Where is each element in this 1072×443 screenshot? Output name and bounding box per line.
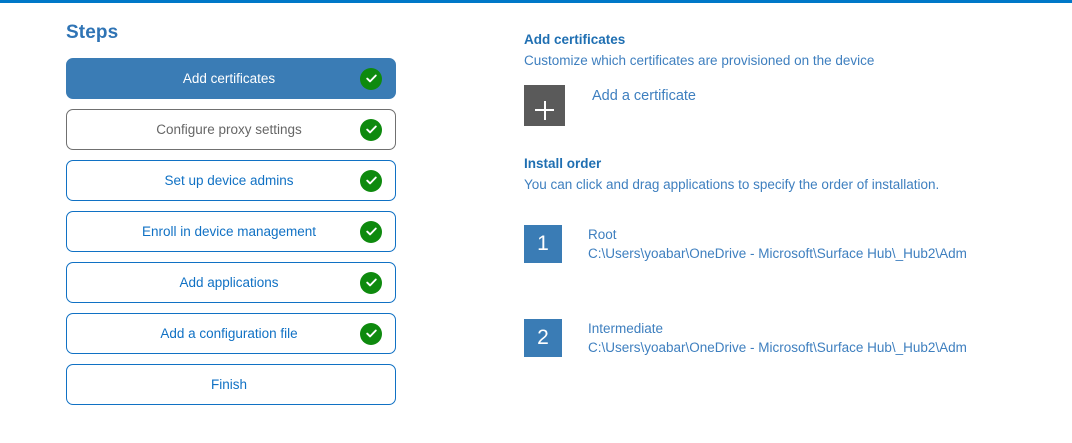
install-order-path: C:\Users\yoabar\OneDrive - Microsoft\Sur…: [588, 340, 967, 355]
steps-title: Steps: [66, 22, 119, 43]
step-button-configure-proxy-settings[interactable]: Configure proxy settings: [66, 109, 396, 150]
step-button-add-applications[interactable]: Add applications: [66, 262, 396, 303]
add-a-certificate-label: Add a certificate: [592, 88, 696, 104]
add-a-certificate-button[interactable]: Add a certificate: [524, 85, 724, 126]
install-order-number: 2: [524, 319, 562, 357]
install-order-section: Install order You can click and drag app…: [524, 155, 1044, 357]
plus-icon[interactable]: [524, 85, 565, 126]
step-label: Finish: [210, 376, 247, 392]
check-circle-icon: [360, 322, 382, 345]
install-order-heading: Install order: [524, 156, 602, 171]
install-order-subtitle: You can click and drag applications to s…: [524, 177, 940, 192]
step-label: Add certificates: [182, 70, 276, 86]
install-order-name: Root: [588, 227, 617, 242]
step-label: Set up device admins: [164, 172, 294, 188]
add-certificates-subtitle: Customize which certificates are provisi…: [524, 53, 875, 68]
install-order-name: Intermediate: [588, 321, 664, 336]
check-circle-icon: [360, 271, 382, 294]
step-button-add-certificates[interactable]: Add certificates: [66, 58, 396, 99]
add-certificates-section: Add certificates Customize which certifi…: [524, 31, 1044, 126]
step-label: Add applications: [179, 274, 279, 290]
check-circle-icon: [360, 169, 382, 192]
content-panel: Add certificates Customize which certifi…: [524, 31, 1044, 413]
check-circle-icon: [360, 118, 382, 141]
install-order-path: C:\Users\yoabar\OneDrive - Microsoft\Sur…: [588, 246, 967, 261]
step-label: Configure proxy settings: [156, 121, 302, 137]
step-label: Enroll in device management: [141, 223, 317, 239]
step-label: Add a configuration file: [160, 325, 298, 341]
check-circle-icon: [360, 67, 382, 90]
check-circle-icon: [360, 220, 382, 243]
step-button-add-a-configuration-file[interactable]: Add a configuration file: [66, 313, 396, 354]
top-accent-rule: [0, 0, 1072, 3]
step-button-enroll-in-device-management[interactable]: Enroll in device management: [66, 211, 396, 252]
install-order-number: 1: [524, 225, 562, 263]
step-button-finish[interactable]: Finish: [66, 364, 396, 405]
step-button-set-up-device-admins[interactable]: Set up device admins: [66, 160, 396, 201]
add-certificates-heading: Add certificates: [524, 32, 626, 47]
